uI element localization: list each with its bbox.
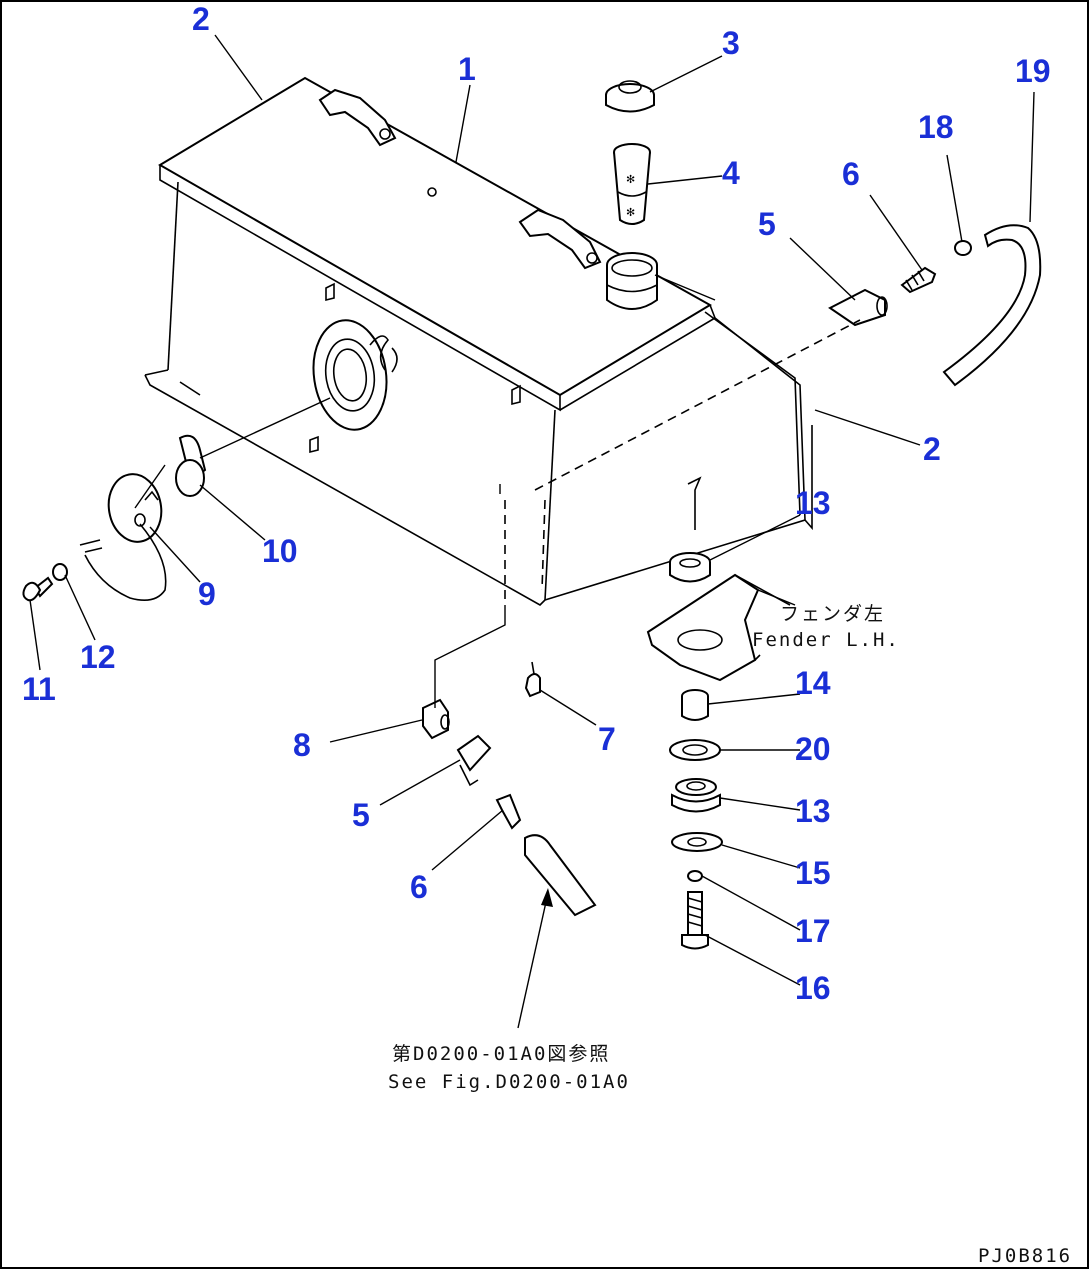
label-10: 10 [262,533,298,569]
assembly-lines [134,274,861,708]
label-5-upper: 5 [758,206,776,242]
mount-stack [646,476,791,950]
label-9: 9 [198,576,216,612]
label-6-upper: 6 [842,156,860,192]
label-2-right: 2 [923,431,941,467]
label-16: 16 [795,970,831,1006]
label-13-lower: 13 [795,793,831,829]
svg-text:✻: ✻ [626,206,635,219]
label-20: 20 [795,731,831,767]
fender-note-en: Fender L.H. [752,629,900,651]
breather-fitting [828,224,1042,387]
reference-note-jp: 第D0200-01A0図参照 [392,1043,610,1065]
reference-note-en: See Fig.D0200-01A0 [388,1071,630,1093]
label-11: 11 [22,671,56,707]
filler-cap [605,80,655,113]
label-18: 18 [918,109,954,145]
fuel-gauge-unit [79,434,207,601]
leader-lines [29,34,1035,1029]
label-19: 19 [1015,53,1051,89]
svg-text:✻: ✻ [626,173,635,186]
label-5-lower: 5 [352,797,370,833]
label-15: 15 [795,855,831,891]
fender-note-jp: フェンダ左 [780,603,885,625]
label-6-lower: 6 [410,869,428,905]
part-labels: 2 1 3 4 5 6 18 19 2 13 10 9 12 11 14 20 … [22,1,1051,1006]
label-4: 4 [722,155,740,191]
label-13-upper: 13 [795,485,831,521]
label-14: 14 [795,665,831,701]
strainer: ✻ ✻ [613,143,651,225]
label-17: 17 [795,913,831,949]
label-7: 7 [598,721,616,757]
label-2-top: 2 [192,1,210,37]
label-3: 3 [722,25,740,61]
label-1: 1 [458,51,476,87]
bolt-and-washer [22,563,68,602]
fuel-tank [144,76,813,606]
drain-fittings [422,661,597,917]
notes: フェンダ左 Fender L.H. 第D0200-01A0図参照 See Fig… [388,603,1072,1267]
label-12: 12 [80,639,116,675]
drawing-code: PJ0B816 [978,1245,1072,1267]
label-8: 8 [293,727,311,763]
